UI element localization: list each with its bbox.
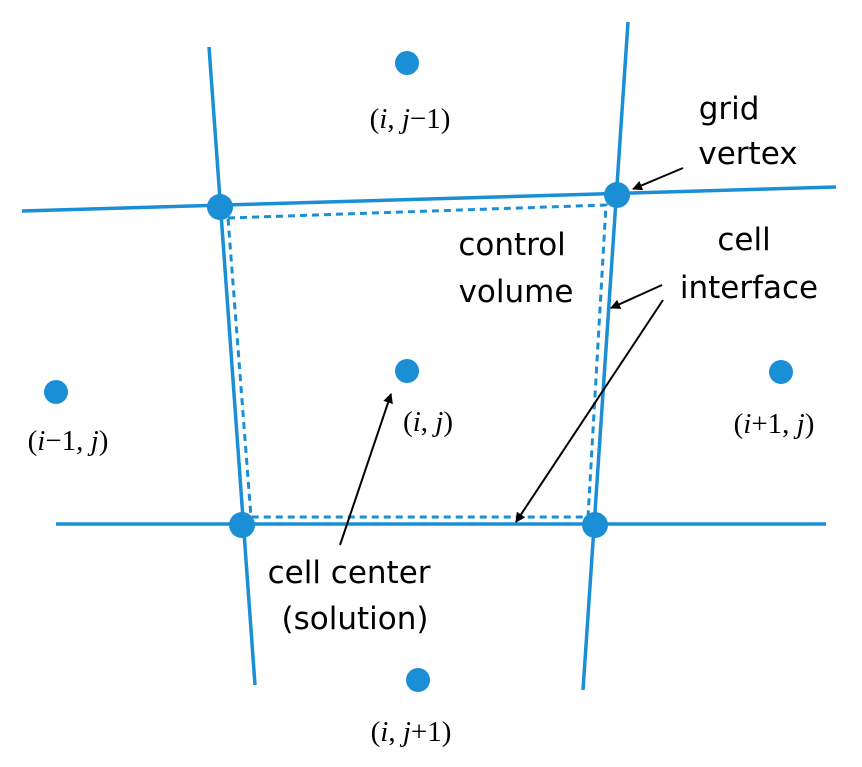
cell-label-right-close: ) [805,408,815,440]
arrow-cell-center [339,393,393,546]
cell-label-right-ioffset: +1 [751,408,782,440]
cell-label-top-close: ) [441,103,451,135]
cell-label-bottom-close: ) [442,716,452,748]
cell-label-right-comma: , [782,408,797,440]
cell-center-middle [395,359,419,383]
cell-center-label: cell center (solution) [268,555,441,637]
control-volume-label-line2: volume [459,274,574,310]
arrow-cell-interface-right [610,284,663,309]
cell-label-right: (i+1, j) [734,408,815,440]
control-volume-label: control volume [458,227,575,310]
cell-interface-label-line1: cell [717,222,770,258]
cell-label-left-i: i [37,425,45,457]
cell-label-bottom-j: j [399,716,411,748]
cell-label-center-comma: , [421,406,436,438]
cell-label-left-comma: , [76,425,91,457]
cell-center-right [769,360,793,384]
cell-label-bottom-i: i [380,716,388,748]
cell-center-left [44,380,68,404]
cell-label-left-close: ) [99,425,109,457]
cell-centers [44,51,793,692]
cell-label-top-i: i [379,103,387,135]
arrow-grid-vertex [632,167,684,191]
cell-label-center-i: i [413,406,421,438]
cell-label-center-j: j [431,406,443,438]
arrows [339,167,684,546]
grid-vertex-top-left [207,194,233,220]
grid-vertex-top-right [604,182,630,208]
grid-line-left [207,46,257,686]
cell-label-center-open: ( [403,406,413,438]
cell-label-left-open: ( [28,425,38,457]
cell-label-top-j: j [398,103,410,135]
cell-center-label-line1: cell center [268,555,431,591]
cell-label-bottom-open: ( [371,716,381,748]
cell-center-label-line2: (solution) [282,601,429,637]
arrow-cell-interface-bottom [515,299,664,523]
grid-line-right [581,21,630,691]
grid-vertex-label-line1: grid [699,91,760,127]
cell-label-left-ioffset: −1 [45,425,76,457]
cell-label-bottom-offset: +1 [411,716,442,748]
cell-label-top: (i, j−1) [370,103,451,135]
grid-vertex-bottom-right [582,512,608,538]
cell-label-center: (i, j) [403,406,453,438]
cell-label-center-close: ) [443,406,453,438]
cell-interface-label: cell interface [680,222,818,306]
grid-line-top [21,185,837,213]
cell-label-left-j: j [87,425,99,457]
cell-label-right-j: j [793,408,805,440]
grid-vertex-bottom-left [229,512,255,538]
control-volume-label-line1: control [458,227,565,263]
grid-vertices [207,182,630,538]
cell-label-top-offset: −1 [410,103,441,135]
cell-label-left: (i−1, j) [28,425,109,457]
cell-center-bottom [406,668,430,692]
cell-label-top-comma: , [387,103,402,135]
cell-label-right-i: i [743,408,751,440]
cell-center-top [395,51,419,75]
cell-label-top-open: ( [370,103,380,135]
grid-vertex-label: grid vertex [698,91,797,172]
cell-label-bottom: (i, j+1) [371,716,452,748]
grid-lines [21,21,837,691]
grid-vertex-label-line2: vertex [698,136,797,172]
cell-label-right-open: ( [734,408,744,440]
cell-interface-label-line2: interface [680,270,818,306]
cell-label-bottom-comma: , [388,716,403,748]
